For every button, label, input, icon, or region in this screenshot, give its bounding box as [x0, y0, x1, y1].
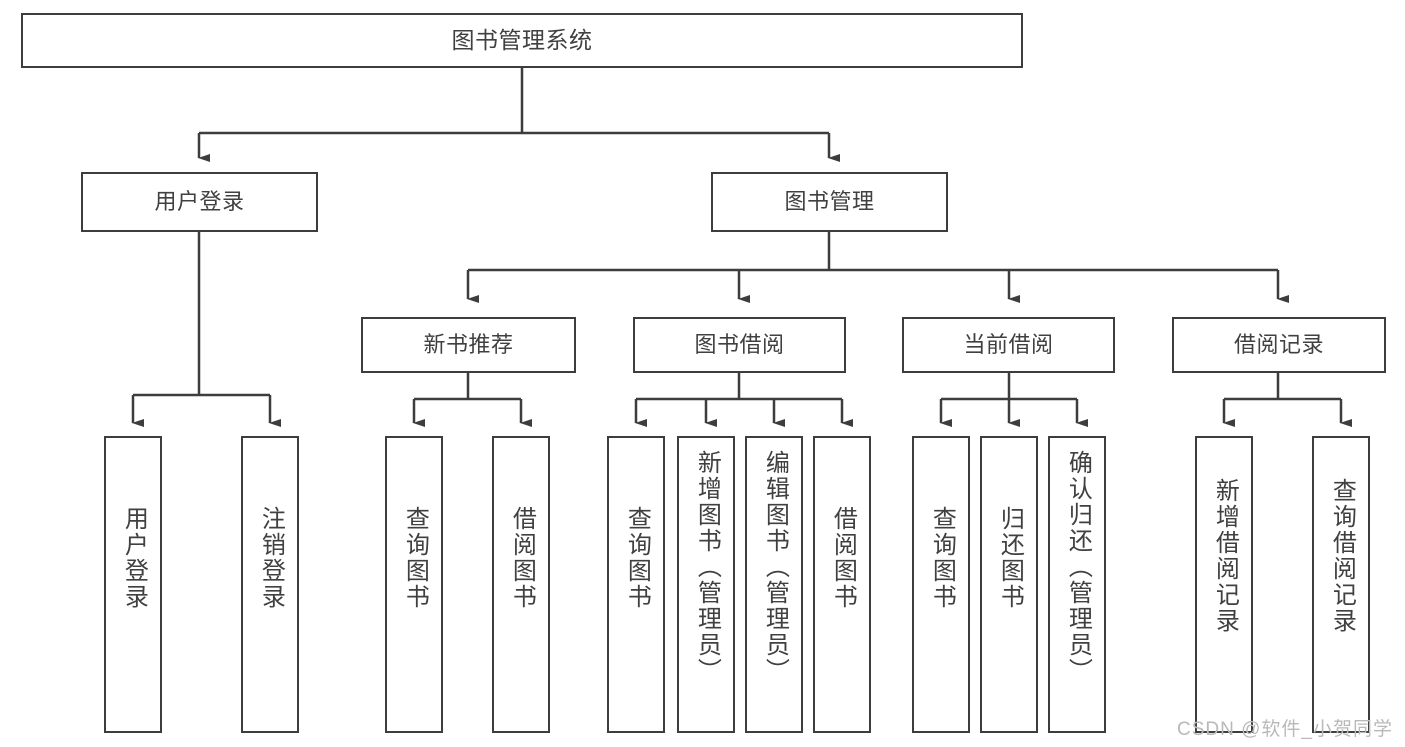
- leaf-new-book-query-book[interactable]: 查询图书: [385, 436, 443, 733]
- node-label: 注销登录: [257, 506, 285, 610]
- leaf-current-return-book[interactable]: 归还图书: [980, 436, 1038, 733]
- leaf-borrow-add-book-admin[interactable]: 新增图书（管理员）: [677, 436, 735, 733]
- node-label: 借阅图书: [829, 506, 857, 610]
- node-label: 查询借阅记录: [1328, 478, 1356, 634]
- leaf-borrow-edit-book-admin[interactable]: 编辑图书（管理员）: [745, 436, 803, 733]
- node-user-login[interactable]: 用户登录: [81, 172, 318, 232]
- node-label: 图书管理系统: [451, 27, 593, 53]
- node-borrow-record[interactable]: 借阅记录: [1172, 317, 1386, 373]
- node-label: 归还图书: [996, 506, 1024, 610]
- leaf-record-query-borrow-record[interactable]: 查询借阅记录: [1312, 436, 1370, 733]
- leaf-borrow-borrow-book[interactable]: 借阅图书: [813, 436, 871, 733]
- node-new-book-recommend[interactable]: 新书推荐: [361, 317, 576, 373]
- node-label: 借阅记录: [1233, 332, 1324, 357]
- node-book-borrow[interactable]: 图书借阅: [633, 317, 846, 373]
- node-root-book-management-system[interactable]: 图书管理系统: [21, 13, 1023, 68]
- node-label: 查询图书: [623, 506, 651, 610]
- leaf-user-login-login[interactable]: 用户登录: [104, 436, 162, 733]
- node-label: 当前借阅: [963, 332, 1054, 357]
- leaf-borrow-query-book[interactable]: 查询图书: [607, 436, 665, 733]
- node-label: 查询图书: [928, 506, 956, 610]
- node-label: 新增借阅记录: [1211, 478, 1239, 634]
- leaf-current-confirm-return-admin[interactable]: 确认归还（管理员）: [1048, 436, 1106, 733]
- node-label: 编辑图书（管理员）: [761, 450, 789, 684]
- leaf-current-query-book[interactable]: 查询图书: [912, 436, 970, 733]
- leaf-user-login-logout[interactable]: 注销登录: [241, 436, 299, 733]
- leaf-new-book-borrow-book[interactable]: 借阅图书: [492, 436, 550, 733]
- node-label: 用户登录: [120, 506, 148, 610]
- node-label: 新增图书（管理员）: [693, 450, 721, 684]
- leaf-record-add-borrow-record[interactable]: 新增借阅记录: [1195, 436, 1253, 733]
- node-label: 确认归还（管理员）: [1064, 450, 1092, 684]
- node-label: 图书借阅: [694, 332, 785, 357]
- node-label: 图书管理: [784, 189, 875, 214]
- node-label: 新书推荐: [423, 332, 514, 357]
- csdn-watermark: CSDN @软件_小贺同学: [1177, 719, 1393, 740]
- node-book-management[interactable]: 图书管理: [711, 172, 948, 232]
- node-label: 查询图书: [401, 506, 429, 610]
- node-current-borrow[interactable]: 当前借阅: [902, 317, 1115, 373]
- node-label: 用户登录: [154, 189, 245, 214]
- node-label: 借阅图书: [508, 506, 536, 610]
